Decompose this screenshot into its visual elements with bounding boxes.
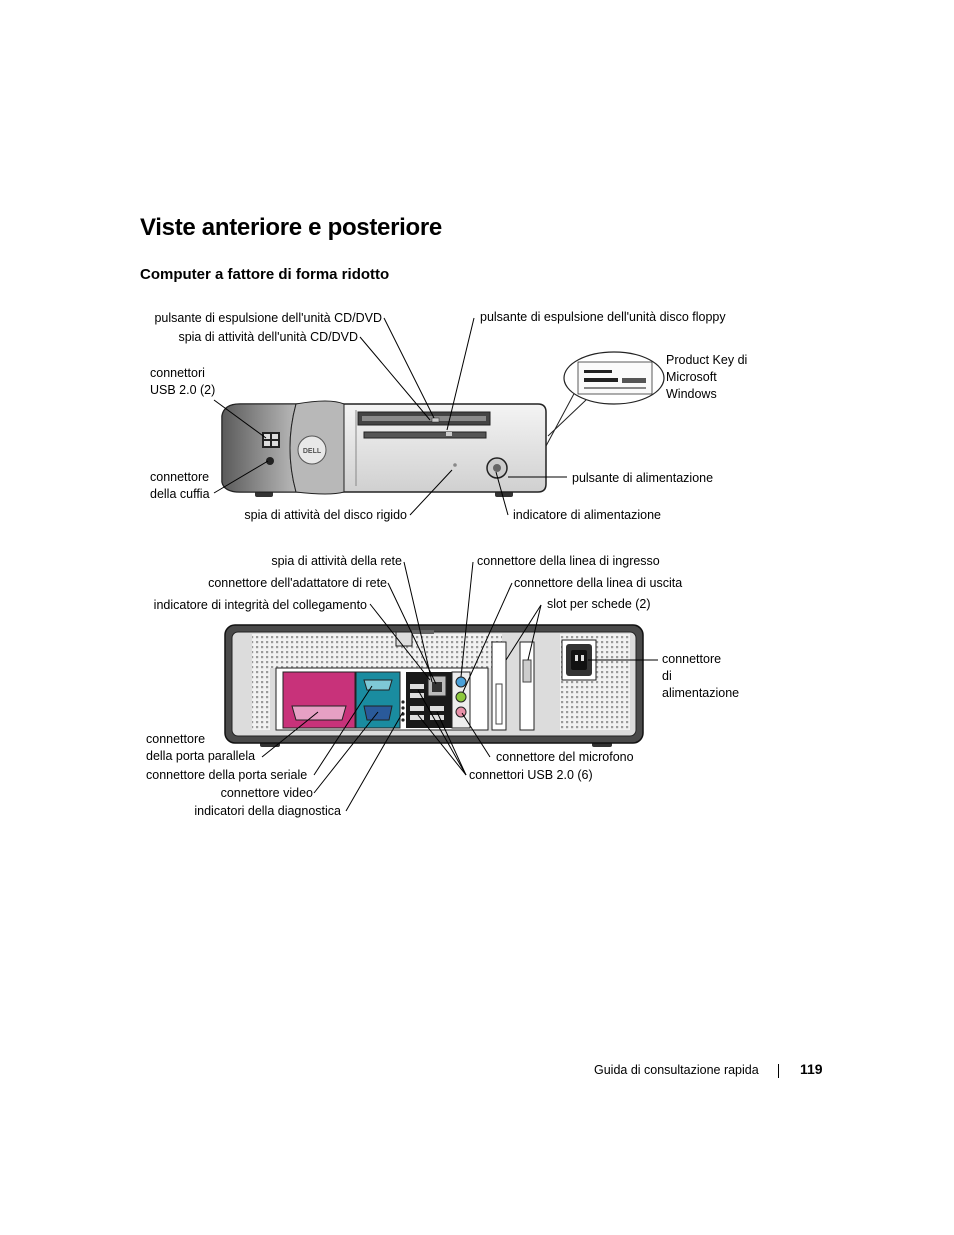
front-left-panel	[221, 403, 297, 493]
serial-port	[363, 679, 393, 691]
floppy-drive	[363, 431, 487, 439]
video-port	[363, 705, 393, 721]
label-hdd-activity: spia di attività del disco rigido	[244, 508, 407, 522]
label-headphone-2: della cuffia	[150, 487, 210, 501]
label-serial: connettore della porta seriale	[146, 768, 308, 782]
card-slot-1	[491, 641, 507, 731]
back-leader-lines	[261, 561, 658, 812]
section-subtitle: Computer a fattore di forma ridotto	[140, 266, 390, 283]
label-headphone-1: connettore	[150, 470, 210, 484]
power-indicator-light	[493, 464, 501, 472]
line-in-jack	[455, 676, 467, 688]
label-power-indicator: indicatore di alimentazione	[513, 508, 662, 522]
label-parallel-2: della porta parallela	[146, 749, 256, 763]
label-cd-eject: pulsante di espulsione dell'unità CD/DVD	[154, 311, 382, 325]
floppy-eject-button	[446, 432, 452, 436]
label-product-key-1: Product Key di	[666, 353, 748, 367]
label-card-slots: slot per schede (2)	[547, 597, 651, 611]
label-cd-activity: spia di attività dell'unità CD/DVD	[178, 330, 358, 344]
hdd-activity-light	[453, 463, 457, 467]
line-out-jack	[455, 691, 467, 703]
label-usb-back: connettori USB 2.0 (6)	[469, 768, 593, 782]
footer-divider	[778, 1064, 779, 1078]
microphone-jack	[455, 706, 467, 718]
dell-logo	[297, 435, 327, 465]
label-line-in: connettore della linea di ingresso	[477, 554, 660, 568]
label-video: connettore video	[220, 786, 313, 800]
dell-logo-text: DELL	[303, 448, 322, 455]
label-power-conn-1: connettore	[662, 652, 722, 666]
page-number: 119	[800, 1061, 823, 1077]
back-vent-grill	[252, 634, 502, 668]
page-title: Viste anteriore e posteriore	[140, 214, 442, 241]
footer-guide-title: Guida di consultazione rapida	[594, 1063, 759, 1077]
label-diagnostics: indicatori della diagnostica	[194, 804, 341, 818]
card-slot-2	[519, 641, 535, 731]
label-power-button: pulsante di alimentazione	[572, 471, 714, 485]
label-line-out: connettore della linea di uscita	[514, 576, 683, 590]
label-parallel-1: connettore	[146, 732, 206, 746]
label-floppy-eject: pulsante di espulsione dell'unità disco …	[480, 310, 726, 324]
label-product-key-2: Microsoft	[666, 370, 717, 384]
product-key-sticker	[563, 351, 665, 405]
label-power-conn-2: di	[662, 669, 672, 683]
label-power-conn-3: alimentazione	[662, 686, 740, 700]
back-computer-illustration	[224, 624, 644, 747]
label-usb-front-1: connettori	[150, 366, 205, 380]
label-net-activity: spia di attività della rete	[271, 554, 402, 568]
front-computer-illustration: DELL	[221, 389, 587, 497]
label-link-integrity: indicatore di integrità del collegamento	[153, 598, 367, 612]
label-net-adapter: connettore dell'adattatore di rete	[208, 576, 387, 590]
label-product-key-3: Windows	[666, 387, 717, 401]
cd-eject-button	[431, 417, 440, 423]
label-usb-front-2: USB 2.0 (2)	[150, 383, 216, 397]
front-leader-lines	[213, 317, 567, 516]
front-headphone-jack	[266, 457, 274, 465]
label-microphone: connettore del microfono	[496, 750, 634, 764]
